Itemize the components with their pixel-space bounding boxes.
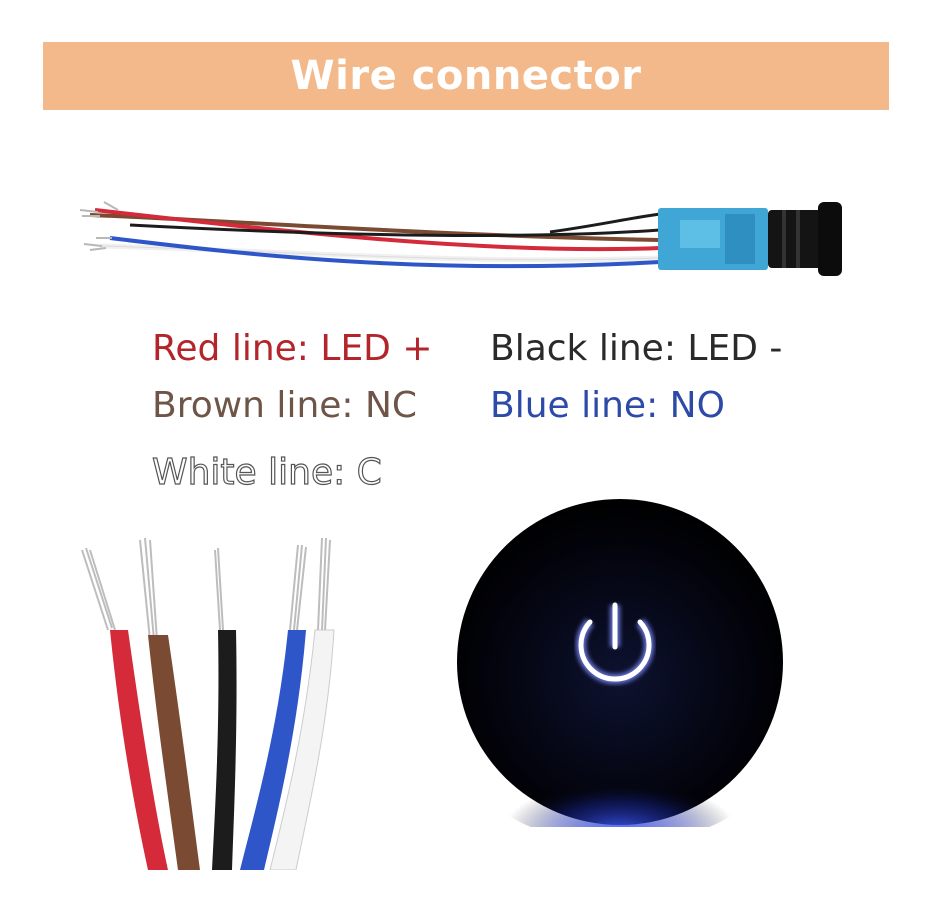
wire-bundle-image (81, 537, 335, 870)
legend-red: Red line: LED + (152, 328, 433, 369)
legend-black: Black line: LED - (490, 328, 782, 369)
legend-brown-text: Brown line: NC (152, 385, 418, 426)
legend-white-text: White line: C (151, 451, 382, 493)
legend-blue-text: Blue line: NO (490, 385, 725, 426)
legend-black-text: Black line: LED - (490, 328, 783, 369)
legend-blue: Blue line: NO (490, 385, 725, 426)
power-icon (457, 499, 783, 827)
legend-white: White line: C (151, 451, 382, 493)
legend-brown: Brown line: NC (152, 385, 417, 426)
legend-red-text: Red line: LED + (152, 328, 433, 369)
title-banner: Wire connector (43, 42, 889, 110)
wired-button-switch-icon (79, 201, 842, 276)
banner-title: Wire connector (290, 53, 642, 99)
